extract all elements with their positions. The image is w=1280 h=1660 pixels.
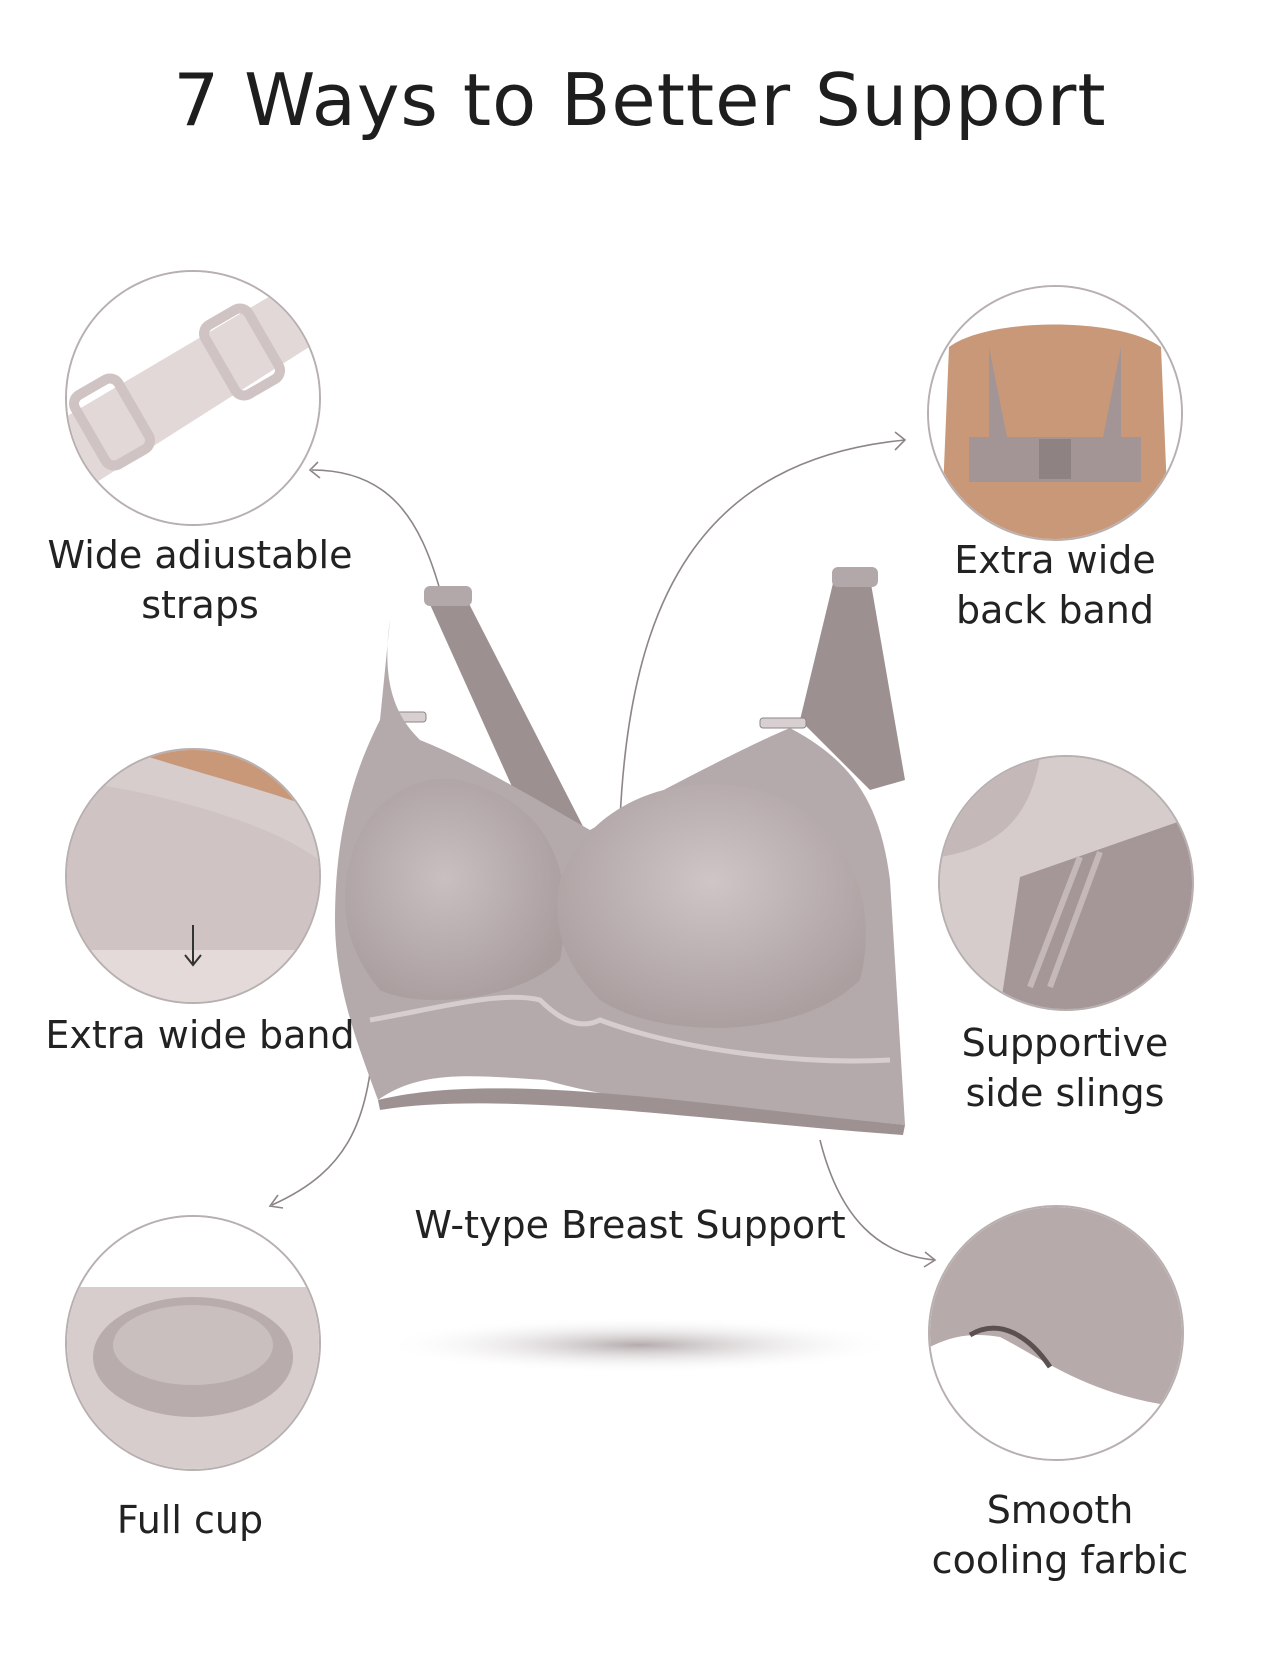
cup-icon: [67, 1217, 319, 1469]
right-cup: [557, 784, 866, 1028]
back-band-photo-circle: [927, 285, 1183, 541]
w-type-label: W-type Breast Support: [414, 1203, 846, 1247]
full-cup-photo-circle: [65, 1215, 321, 1471]
straps-label: Wide adiustable straps: [40, 530, 360, 630]
floor-shadow: [380, 1317, 900, 1373]
band-label-line1: Extra wide band: [45, 1013, 355, 1057]
arrow-to-fabric: [819, 1139, 936, 1261]
full-cup-label-line1: Full cup: [116, 1498, 264, 1542]
side-slings-label-line2: side slings: [965, 1071, 1165, 1115]
band-label: Extra wide band: [30, 1010, 370, 1060]
right-strap: [800, 575, 905, 790]
back-band-label-line1: Extra wide: [954, 538, 1156, 582]
side-slings-label-line1: Supportive: [961, 1021, 1169, 1065]
straps-photo-circle: [65, 270, 321, 526]
left-cup: [345, 778, 566, 1000]
w-type-seam: [369, 994, 891, 1064]
straps-label-line1: Wide adiustable: [47, 533, 353, 577]
band-photo-circle: [65, 748, 321, 1004]
back-band-label: Extra wide back band: [900, 535, 1210, 635]
underband-icon: [67, 750, 319, 1002]
back-band-label-line2: back band: [956, 588, 1154, 632]
back-view-icon: [929, 287, 1181, 539]
fabric-photo-circle: [928, 1205, 1184, 1461]
side-slings-photo-circle: [938, 755, 1194, 1011]
full-cup-label: Full cup: [40, 1495, 340, 1545]
left-strap: [428, 590, 590, 860]
page-title: 7 Ways to Better Support: [173, 58, 1107, 142]
strap-adjuster-icon: [67, 272, 319, 524]
fabric-icon: [930, 1207, 1182, 1459]
arrow-to-back-band: [619, 439, 906, 821]
fabric-label-line2: cooling farbic: [931, 1538, 1189, 1582]
side-slings-label: Supportive side slings: [910, 1018, 1220, 1118]
fabric-label-line1: Smooth: [986, 1488, 1134, 1532]
straps-label-line2: straps: [141, 583, 259, 627]
side-sling-icon: [940, 757, 1192, 1009]
fabric-label: Smooth cooling farbic: [900, 1485, 1220, 1585]
arrow-to-straps: [311, 469, 441, 591]
